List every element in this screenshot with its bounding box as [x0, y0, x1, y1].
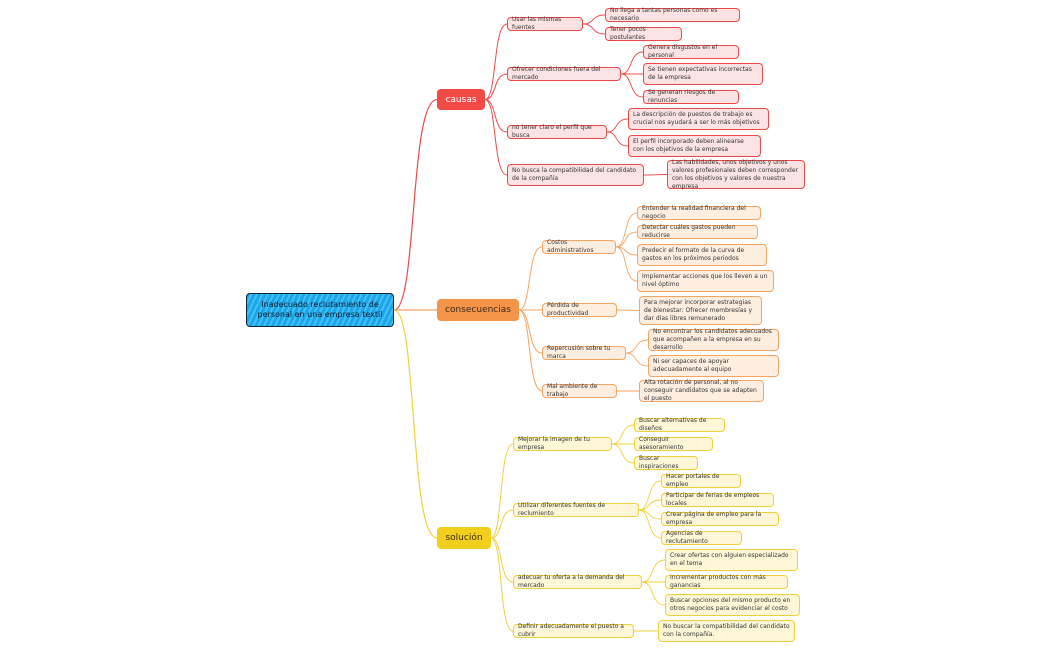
leaf-connector [625, 352, 649, 367]
leaf-connector [606, 131, 629, 147]
leaf-connector [638, 480, 662, 511]
leaf[interactable]: Genera disgustos en el personal [643, 44, 739, 59]
subtopic-mejorar-imagen[interactable]: Mejorar la imagen de tu empresa [513, 436, 612, 451]
subtopic-connector [484, 73, 508, 100]
leaf-connector [625, 339, 649, 354]
subtopic-connector [518, 246, 543, 311]
leaf[interactable]: Buscar alternativas de diseños [634, 417, 725, 432]
leaf-connector [611, 424, 635, 445]
subtopic-connector [490, 537, 514, 583]
branch-consecuencias[interactable]: consecuencias [437, 299, 519, 321]
leaf-connector [611, 443, 635, 464]
leaf-connector [615, 231, 638, 248]
leaf-connector [638, 509, 662, 539]
leaf-connector [620, 51, 644, 75]
leaf-connector [643, 174, 668, 176]
subtopic-connector [490, 537, 514, 632]
leaf[interactable]: Incrementar productos con más ganancias [665, 574, 788, 589]
branch-connector [393, 309, 438, 539]
leaf-connector [606, 118, 629, 133]
leaf-connector [620, 73, 644, 98]
leaf[interactable]: Las habilidades, unos objetivos y unos v… [667, 159, 805, 190]
leaf[interactable]: Hacer portales de empleo [661, 473, 741, 488]
leaf[interactable]: Para mejorar incorporar estrategias de b… [639, 296, 762, 325]
leaf-connector [615, 246, 638, 282]
leaf[interactable]: No buscar la compatibilidad del candidat… [658, 620, 795, 642]
leaf[interactable]: Implementar acciones que los lleven a un… [637, 270, 774, 292]
leaf-connector [616, 309, 640, 311]
leaf[interactable]: Predecir el formato de la curva de gasto… [637, 244, 767, 266]
leaf[interactable]: La descripción de puestos de trabajo es … [628, 108, 769, 130]
subtopic-compatibilidad[interactable]: No busca la compatibilidad del candidato… [507, 164, 644, 186]
leaf[interactable]: El perfil incorporado deben alinearse co… [628, 135, 761, 157]
leaf-connector [615, 212, 638, 248]
leaf[interactable]: Crear página de empleo para la empresa [661, 511, 779, 526]
leaf-connector [638, 499, 662, 511]
leaf-connector [641, 581, 666, 606]
branch-causas[interactable]: causas [437, 89, 485, 110]
subtopic-diferentes-fuentes[interactable]: Utilizar diferentes fuentes de reclumien… [513, 502, 639, 517]
leaf[interactable]: Alta rotación de personal, al no consegu… [639, 379, 764, 402]
subtopic-connector [518, 309, 543, 354]
leaf-connector [641, 559, 666, 583]
leaf[interactable]: Conseguir asesoramiento [634, 436, 713, 451]
subtopic-mal-ambiente[interactable]: Mal ambiente de trabajo [542, 383, 617, 398]
subtopic-connector [518, 309, 543, 392]
leaf[interactable]: Se tienen expectativas incorrectas de la… [643, 63, 763, 85]
leaf[interactable]: Entender la realidad financiera del nego… [637, 205, 761, 220]
subtopic-connector [490, 509, 514, 539]
subtopic-connector [484, 99, 508, 176]
subtopic-connector [490, 443, 514, 539]
leaf[interactable]: Ni ser capaces de apoyar adecuadamente a… [648, 355, 779, 377]
subtopic-connector [484, 99, 508, 133]
leaf-connector [582, 14, 606, 25]
branch-solucion[interactable]: solución [437, 527, 491, 549]
root-topic[interactable]: Inadecuado reclutamiento de personal en … [246, 293, 394, 327]
leaf[interactable]: Se generan riesgos de renuncias [643, 89, 739, 104]
subtopic-connector [484, 23, 508, 100]
subtopic-definir-puesto[interactable]: Definir adecuadamente el puesto a cubrir [513, 623, 634, 638]
subtopic-perdida-productividad[interactable]: Pérdida de productividad [542, 302, 617, 317]
leaf[interactable]: Buscar inspiraciones [634, 455, 698, 470]
subtopic-perfil-que-busca[interactable]: no tener claro el perfil que busca [507, 124, 607, 139]
leaf[interactable]: Agencias de reclutamiento [661, 530, 742, 545]
leaf[interactable]: Participar de ferias de empleos locales [661, 492, 774, 507]
leaf[interactable]: No encontrar los candidatos adecuados qu… [648, 328, 779, 351]
leaf-connector [582, 23, 606, 35]
leaf[interactable]: Buscar opciones del mismo producto en ot… [665, 594, 800, 616]
leaf[interactable]: Detectar cuáles gastos pueden reducirse [637, 224, 758, 239]
subtopic-repercusion-marca[interactable]: Repercusión sobre tu marca [542, 345, 626, 360]
leaf[interactable]: Crear ofertas con alguien especializado … [665, 549, 798, 571]
leaf[interactable]: Tener pocos postulantes [605, 26, 682, 41]
branch-connector [393, 98, 438, 311]
subtopic-costos-administrativos[interactable]: Costos administrativos [542, 239, 616, 254]
leaf[interactable]: No llega a tantas personas como es neces… [605, 7, 740, 22]
subtopic-adecuar-oferta[interactable]: adecuar tu oferta a la demanda del merca… [513, 574, 642, 589]
subtopic-usar-mismas-fuentes[interactable]: Usar las mismas fuentes [507, 16, 583, 31]
subtopic-ofrecer-condiciones[interactable]: Ofrecer condiciones fuera del mercado [507, 66, 621, 81]
